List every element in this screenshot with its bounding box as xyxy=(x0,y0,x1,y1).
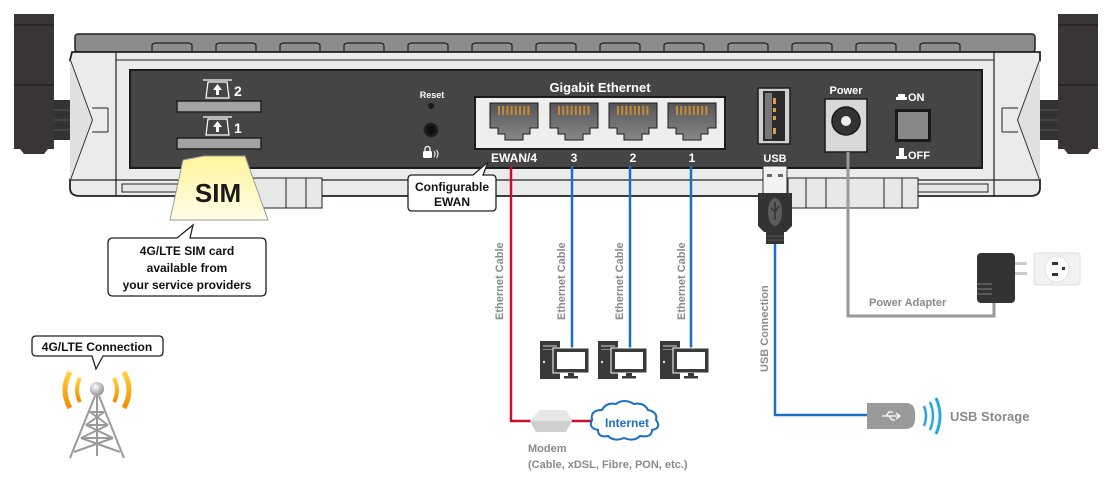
lid-vent xyxy=(215,42,257,52)
sim-info-callout: 4G/LTE SIM card available from your serv… xyxy=(107,223,267,297)
internet-cloud-icon xyxy=(589,400,660,441)
lan3-ethernet-cable-label: Ethernet Cable xyxy=(556,242,568,320)
lan-port-3[interactable]: 3 xyxy=(549,102,599,165)
switch-on-label: ON xyxy=(908,92,925,104)
antenna-right xyxy=(1036,14,1098,154)
modem-types-label: (Cable, xDSL, Fibre, PON, etc.) xyxy=(528,459,688,471)
power-switch[interactable] xyxy=(895,109,931,142)
power-cable xyxy=(846,152,996,318)
sim-slot-1[interactable]: 1 xyxy=(176,116,262,150)
modem-icon xyxy=(530,410,572,432)
power-adapter-label: Power Adapter xyxy=(869,297,947,309)
usb-plug-icon xyxy=(758,165,792,244)
usb-connection-label: USB Connection xyxy=(759,285,771,372)
lid-vent xyxy=(919,42,961,52)
router-lid xyxy=(74,33,1036,53)
usb-cable xyxy=(773,244,867,417)
wan-ethernet-cable-label: Ethernet Cable xyxy=(494,242,506,320)
computer-icon xyxy=(660,341,710,379)
antenna-left xyxy=(14,14,76,154)
usb-storage-label: USB Storage xyxy=(950,409,1029,424)
ewan-callout-line1: Configurable xyxy=(415,180,489,194)
switch-off-label: OFF xyxy=(908,150,930,162)
computer-icon xyxy=(598,341,648,379)
usb-storage-icon xyxy=(867,403,915,429)
lid-vent xyxy=(343,42,385,52)
lid-vent xyxy=(407,42,449,52)
lid-vent xyxy=(471,42,513,52)
lock-wireless-icon xyxy=(423,145,439,159)
sim-slot-2-label: 2 xyxy=(234,83,242,99)
lan-port-1-label: 1 xyxy=(689,151,696,165)
reset-label: Reset xyxy=(420,90,445,100)
gigabit-ethernet-label: Gigabit Ethernet xyxy=(549,80,651,95)
lte-callout: 4G/LTE Connection xyxy=(31,335,164,371)
lan2-ethernet-cable-label: Ethernet Cable xyxy=(614,242,626,320)
switch-on-icon xyxy=(896,94,907,100)
lid-vent xyxy=(855,42,897,52)
lan-port-2-label: 2 xyxy=(630,151,637,165)
power-adapter-icon xyxy=(977,253,1027,303)
wps-button[interactable] xyxy=(423,122,439,138)
sim-eject-icon xyxy=(203,79,232,99)
sim-card-label: SIM xyxy=(195,178,241,208)
ewan-port[interactable]: EWAN/4 xyxy=(489,102,539,165)
lid-vent xyxy=(599,42,641,52)
ewan-callout-line2: EWAN xyxy=(434,195,470,209)
lid-vent xyxy=(279,42,321,52)
sim-eject-icon xyxy=(203,116,232,136)
lid-vent xyxy=(791,42,833,52)
reset-button[interactable] xyxy=(428,103,434,109)
sim-slot-1-label: 1 xyxy=(234,120,242,136)
usb-port[interactable] xyxy=(757,87,791,145)
usb-label: USB xyxy=(763,153,786,165)
lan1-ethernet-cable-label: Ethernet Cable xyxy=(676,242,688,320)
computer-icon xyxy=(540,341,590,379)
wan-cable xyxy=(509,166,532,423)
ewan-callout: Configurable EWAN xyxy=(407,161,497,212)
ewan-port-label: EWAN/4 xyxy=(491,151,537,165)
lte-connection-label: 4G/LTE Connection xyxy=(42,340,152,354)
switch-off-icon xyxy=(896,148,907,159)
power-label: Power xyxy=(829,85,863,97)
power-jack[interactable] xyxy=(824,98,868,153)
lan-port-2[interactable]: 2 xyxy=(608,102,658,165)
modem-label: Modem xyxy=(528,443,567,455)
lan-port-3-label: 3 xyxy=(571,151,578,165)
sim-info-line2: available from xyxy=(147,261,228,275)
sim-info-line3: your service providers xyxy=(123,278,252,292)
lid-vent xyxy=(663,42,705,52)
sim-info-line1: 4G/LTE SIM card xyxy=(140,244,234,258)
wall-outlet-icon xyxy=(1033,252,1081,286)
usb-storage-signal-icon xyxy=(922,397,942,435)
sim-slot-2[interactable]: 2 xyxy=(176,79,262,113)
lan-port-1[interactable]: 1 xyxy=(667,102,717,165)
cell-tower-icon xyxy=(62,370,132,459)
lid-vent xyxy=(535,42,577,52)
sim-card: SIM xyxy=(169,155,269,221)
internet-label: Internet xyxy=(605,416,649,430)
lid-vent xyxy=(727,42,769,52)
lid-vent xyxy=(151,42,193,52)
